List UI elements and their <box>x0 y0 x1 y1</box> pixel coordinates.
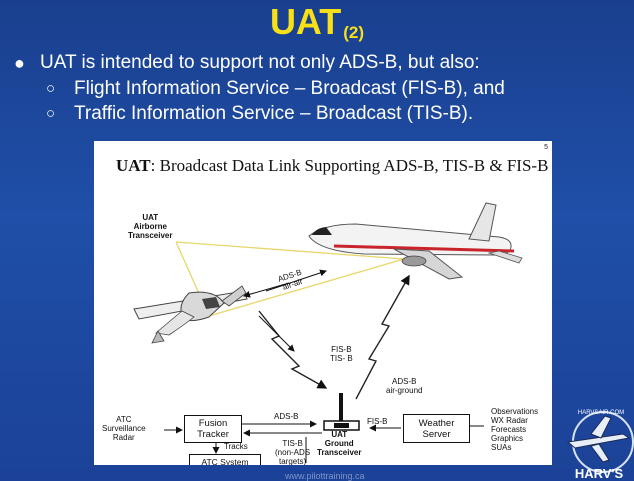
label-line: Ground <box>324 439 354 448</box>
label-observations: Observations WX Radar Forecasts Graphics… <box>491 407 538 452</box>
box-line: Server <box>422 428 451 440</box>
slide-title: UAT(2) <box>0 2 634 53</box>
label-line: (non-ADS <box>275 448 311 457</box>
box-line: Weather <box>418 417 455 429</box>
jet-airliner-icon <box>308 202 523 280</box>
diagram-graphics <box>133 202 523 463</box>
label-line: WX Radar <box>491 416 528 425</box>
label-adsb-air-ground: ADS-B air-ground <box>386 377 422 395</box>
fusion-tracker-box: Fusion Tracker <box>184 415 242 443</box>
label-line: ADS-B <box>392 377 417 386</box>
slide-title-suffix: (2) <box>343 23 365 42</box>
label-uat-ground: UAT Ground Transceiver <box>317 430 361 457</box>
diagram-title-bold: UAT <box>116 156 151 175</box>
label-line: Forecasts <box>491 425 527 434</box>
label-line: Graphics <box>491 434 524 443</box>
harvs-logo: HARVSAIR.COM HARV'S <box>566 410 634 481</box>
label-line: TIS- B <box>330 354 353 363</box>
label-airborne-transceiver: UAT Airborne Transceiver <box>128 213 172 240</box>
watermark: www.pilottraining.ca <box>285 471 365 481</box>
label-line: ATC <box>116 415 132 424</box>
propeller-plane-icon <box>133 285 248 344</box>
label-line: Transceiver <box>317 448 362 457</box>
weather-server-box: Weather Server <box>403 414 470 443</box>
diagram-title-rest: : Broadcast Data Link Supporting ADS-B, … <box>150 156 549 175</box>
slide-title-text: UAT <box>269 1 342 42</box>
label-line: Observations <box>491 407 539 416</box>
uat-diagram: UAT: Broadcast Data Link Supporting ADS-… <box>94 141 552 465</box>
label-atc-radar: ATC Surveillance Radar <box>102 415 146 442</box>
label-line: air-ground <box>386 386 423 395</box>
label-line: targets) <box>279 457 307 465</box>
label-line: UAT <box>142 213 159 222</box>
sub-bullet-item: ○ Traffic Information Service – Broadcas… <box>14 101 505 126</box>
label-line: Transceiver <box>128 231 173 240</box>
label-line: FIS-B <box>331 345 352 354</box>
label-tisb-non-ads: TIS-B (non-ADS targets) <box>275 439 310 465</box>
diagram-title: UAT: Broadcast Data Link Supporting ADS-… <box>116 156 548 176</box>
logo-arc-text: HARVSAIR.COM <box>578 410 624 416</box>
label-line: Airborne <box>133 222 167 231</box>
page-number: 5 <box>544 144 548 151</box>
ground-antenna-icon <box>323 393 360 431</box>
box-line: Tracker <box>197 429 229 440</box>
label-line: UAT <box>331 430 348 439</box>
logo-text: HARV'S <box>575 466 624 481</box>
sub-bullet-circle-icon: ○ <box>46 105 56 122</box>
sub-bullet-item: ○ Flight Information Service – Broadcast… <box>14 76 505 101</box>
label-line: Radar <box>112 433 135 442</box>
label-adsb-link: ADS-B <box>274 412 299 421</box>
bullet-dot-icon: ● <box>14 53 25 73</box>
label-line: Surveillance <box>102 424 146 433</box>
box-line: Fusion <box>198 418 228 429</box>
label-line: SUAs <box>491 443 512 452</box>
bullet-list: ● UAT is intended to support not only AD… <box>14 50 505 126</box>
bullet-item: ● UAT is intended to support not only AD… <box>14 50 505 76</box>
bullet-text: UAT is intended to support not only ADS-… <box>40 52 480 73</box>
label-line: TIS-B <box>282 439 303 448</box>
sub-bullet-text-tisb: Traffic Information Service – Broadcast … <box>74 103 474 124</box>
sub-bullet-circle-icon: ○ <box>46 80 56 97</box>
atc-system-box: ATC System <box>189 454 261 465</box>
sub-bullet-text-fisb: Flight Information Service – Broadcast (… <box>74 78 505 99</box>
radio-link-bolts <box>258 274 410 400</box>
label-fisb-tisb: FIS-B TIS- B <box>330 345 353 363</box>
label-tracks: Tracks <box>224 442 248 451</box>
label-fisb-link: FIS-B <box>367 417 388 426</box>
